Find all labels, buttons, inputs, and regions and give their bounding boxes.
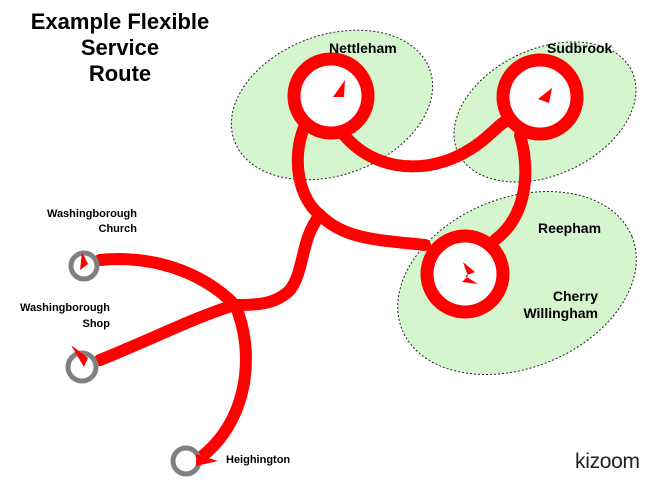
stop-label-shop-line-1: Washingborough: [19, 302, 110, 314]
stop-label-heighington: Heighington: [226, 454, 291, 466]
hub-sudbrook: [496, 53, 584, 141]
diagram-title-line-3: Route: [88, 61, 152, 86]
zone-label-cherry-willingham: Cherry Willingham: [514, 288, 598, 322]
route-segment-nettleham-junction: [229, 119, 326, 311]
stop-label-church-line-2: Church: [98, 223, 138, 235]
zone-label-nettleham: Nettleham: [329, 40, 397, 56]
route-segment-spur-cherry: [314, 209, 431, 251]
stop-washingborough-church: [68, 250, 100, 282]
hub-cherry-willingham: [420, 229, 510, 319]
route-segment-shop: [94, 299, 241, 366]
sudbrook-marker-icon: [538, 88, 552, 103]
stop-label-washingborough-church: Washingborough Church: [27, 207, 137, 237]
diagram-title-line-1: Example Flexible: [30, 9, 210, 34]
route-segment-nettleham-sudbrook: [334, 114, 516, 173]
zone-label-reepham: Reepham: [538, 220, 602, 236]
kizoom-logo: kizoom: [575, 450, 640, 473]
diagram-title-line-2: Service: [80, 35, 160, 60]
nettleham-marker-icon: [333, 80, 345, 97]
cherry-marker-icon: [462, 262, 478, 284]
shop-marker-icon: [71, 345, 88, 367]
zone-label-cherry-line-2: Willingham: [523, 305, 598, 321]
route-segment-heighington: [194, 299, 252, 464]
zone-label-cherry-line-1: Cherry: [552, 288, 598, 304]
church-marker-icon: [80, 252, 88, 270]
stop-label-washingborough-shop: Washingborough Shop: [0, 300, 110, 332]
route-segment-sudbrook-reepham: [489, 129, 532, 246]
stop-label-shop-line-2: Shop: [82, 318, 111, 330]
hub-nettleham: [287, 52, 375, 140]
stop-label-church-line-1: Washingborough: [46, 208, 137, 220]
zone-label-sudbrook: Sudbrook: [547, 40, 613, 56]
stop-washingborough-shop: [65, 345, 99, 384]
heighington-marker-icon: [196, 454, 218, 466]
stop-heighington: [170, 445, 218, 477]
route-segment-church: [94, 253, 241, 311]
zone-reepham-cherry-willingham: [397, 191, 637, 375]
